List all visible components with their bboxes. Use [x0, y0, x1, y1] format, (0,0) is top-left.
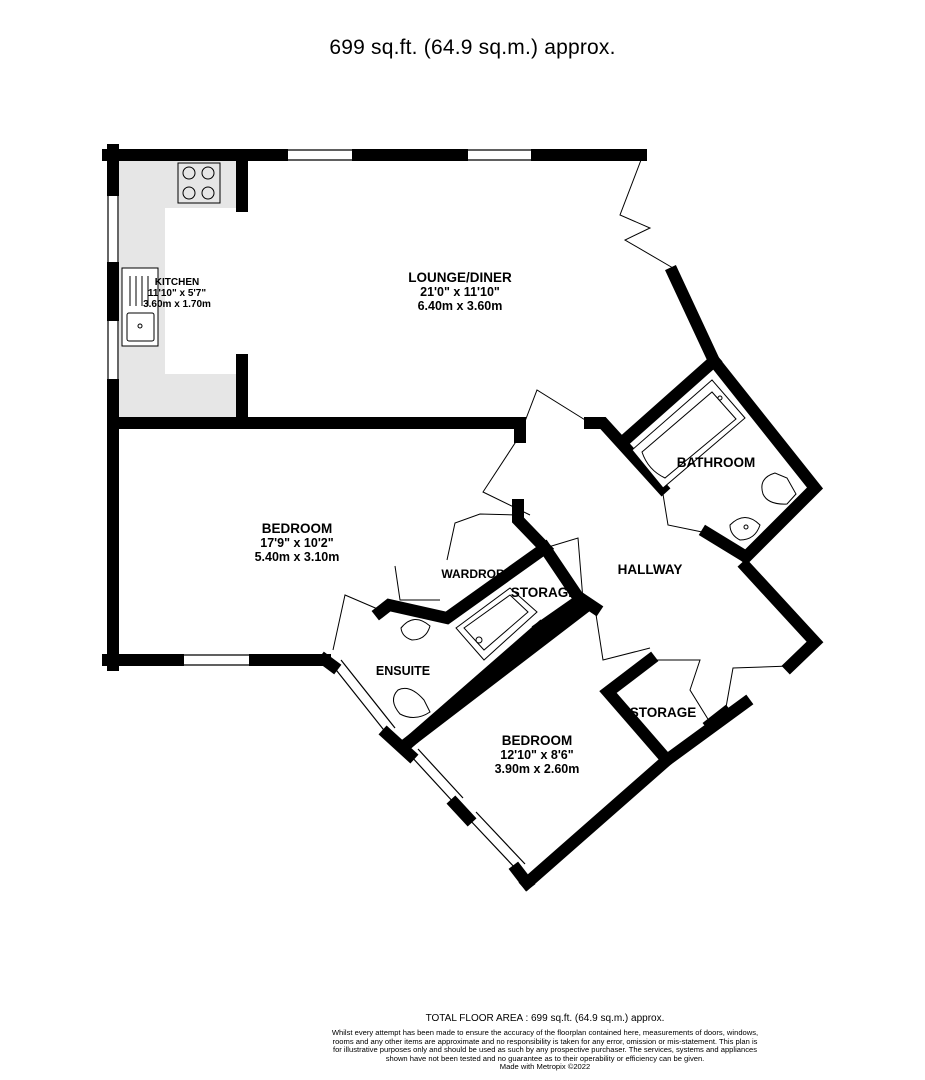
- bath-icon: [631, 379, 746, 489]
- hob-icon: [177, 162, 221, 204]
- lounge-dim-imperial: 21'0" x 11'10": [420, 285, 500, 299]
- storage-label-2: STORAGE: [630, 705, 697, 720]
- doors: [332, 159, 791, 725]
- disclaimer-text: Whilst every attempt has been made to en…: [331, 1028, 759, 1063]
- bedroom2-dim-imperial: 12'10" x 8'6": [500, 748, 573, 762]
- room-bedroom-2: BEDROOM 12'10" x 8'6" 3.90m x 2.60m: [495, 733, 580, 776]
- room-bedroom-1: BEDROOM 17'9" x 10'2" 5.40m x 3.10m: [255, 521, 340, 564]
- ensuite-label: ENSUITE: [376, 664, 430, 678]
- shower-icon: [455, 587, 538, 661]
- made-with-credit: Made with Metropix ©2022: [499, 1062, 591, 1072]
- kitchen-dim-metric: 3.60m x 1.70m: [143, 299, 211, 310]
- storage-label-1: STORAGE: [511, 585, 578, 600]
- bedroom2-dim-metric: 3.90m x 2.60m: [495, 762, 580, 776]
- lounge-dim-metric: 6.40m x 3.60m: [418, 299, 503, 313]
- bedroom1-name: BEDROOM: [262, 521, 333, 536]
- ensuite-basin-icon: [400, 619, 431, 641]
- wardrobe-label: WARDROBE: [441, 567, 512, 581]
- ensuite-toilet-icon: [393, 687, 431, 718]
- basin-icon: [729, 517, 761, 541]
- toilet-icon: [761, 472, 797, 505]
- header: 699 sq.ft. (64.9 sq.m.) approx.: [0, 36, 925, 60]
- bathroom-label: BATHROOM: [677, 455, 756, 470]
- kitchen-sink-icon: [121, 267, 159, 347]
- room-kitchen: KITCHEN 11'10" x 5'7" 3.60m x 1.70m: [143, 277, 211, 310]
- room-lounge: LOUNGE/DINER 21'0" x 11'10" 6.40m x 3.60…: [408, 270, 512, 313]
- bedroom2-name: BEDROOM: [502, 733, 573, 748]
- windows: [107, 149, 537, 871]
- kitchen-dim-imperial: 11'10" x 5'7": [148, 288, 206, 299]
- hallway-label: HALLWAY: [618, 562, 683, 577]
- kitchen-name: KITCHEN: [155, 277, 199, 288]
- bedroom1-dim-imperial: 17'9" x 10'2": [260, 536, 333, 550]
- floor-area-title: 699 sq.ft. (64.9 sq.m.) approx.: [329, 36, 616, 59]
- total-floor-area: TOTAL FLOOR AREA : 699 sq.ft. (64.9 sq.m…: [425, 1013, 665, 1024]
- footer: TOTAL FLOOR AREA : 699 sq.ft. (64.9 sq.m…: [330, 1013, 760, 1072]
- bedroom1-dim-metric: 5.40m x 3.10m: [255, 550, 340, 564]
- walls: [102, 144, 824, 892]
- lounge-name: LOUNGE/DINER: [408, 270, 512, 285]
